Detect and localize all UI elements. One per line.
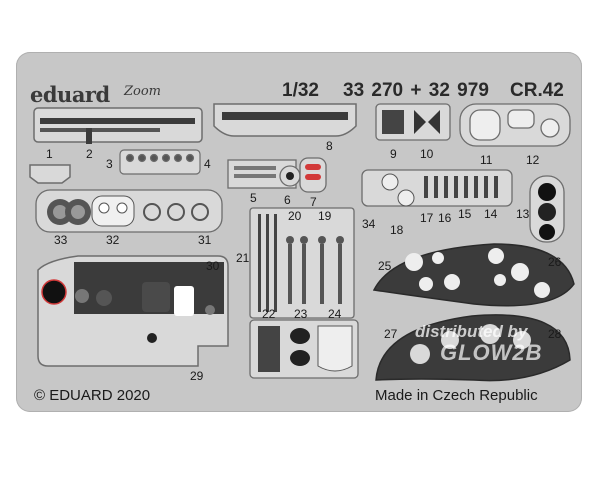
set-numbers: 33 270 + 32 979 bbox=[343, 80, 489, 101]
part-14-18 bbox=[361, 169, 513, 207]
label-32: 32 bbox=[106, 233, 120, 247]
label-29: 29 bbox=[190, 369, 204, 383]
part-27-28 bbox=[375, 314, 571, 382]
part-3-4 bbox=[119, 149, 201, 175]
label-13: 13 bbox=[516, 207, 530, 221]
part-13 bbox=[529, 175, 565, 243]
part-1 bbox=[29, 164, 71, 184]
label-23: 23 bbox=[294, 307, 308, 321]
label-27: 27 bbox=[384, 327, 398, 341]
label-10: 10 bbox=[420, 147, 434, 161]
label-34: 34 bbox=[362, 217, 376, 231]
scale-label: 1/32 bbox=[282, 80, 319, 101]
label-9: 9 bbox=[390, 147, 397, 161]
label-7: 7 bbox=[310, 195, 317, 209]
label-12: 12 bbox=[526, 153, 540, 167]
label-30: 30 bbox=[206, 259, 220, 273]
label-21: 21 bbox=[236, 251, 250, 265]
part-8 bbox=[213, 103, 357, 137]
part-22-24 bbox=[249, 319, 359, 379]
label-11: 11 bbox=[480, 153, 493, 167]
label-5: 5 bbox=[250, 191, 257, 205]
part-number-labels: 1 2 3 4 5 6 7 8 9 10 11 12 13 14 15 16 1… bbox=[46, 139, 562, 383]
part-5-6-7 bbox=[227, 157, 327, 193]
part-29-30 bbox=[37, 255, 229, 367]
label-18: 18 bbox=[390, 223, 404, 237]
label-19: 19 bbox=[318, 209, 332, 223]
label-8: 8 bbox=[326, 139, 333, 153]
label-2: 2 bbox=[86, 147, 93, 161]
label-25: 25 bbox=[378, 259, 392, 273]
label-14: 14 bbox=[484, 207, 498, 221]
label-33: 33 bbox=[54, 233, 68, 247]
watermark-line1: distributed by bbox=[415, 322, 528, 341]
brand-logo: eduard bbox=[30, 82, 110, 107]
origin-text: Made in Czech Republic bbox=[375, 387, 538, 404]
part-9-10 bbox=[375, 103, 451, 141]
part-31-33 bbox=[35, 189, 223, 233]
label-26: 26 bbox=[548, 255, 562, 269]
model-name: CR.42 bbox=[510, 80, 564, 101]
part-11-12 bbox=[459, 103, 571, 147]
part-25-26 bbox=[372, 243, 575, 307]
label-1: 1 bbox=[46, 147, 53, 161]
label-15: 15 bbox=[458, 207, 472, 221]
label-4: 4 bbox=[204, 157, 211, 171]
label-31: 31 bbox=[198, 233, 212, 247]
copyright-text: © EDUARD 2020 bbox=[34, 387, 151, 404]
zoom-logo: Zoom bbox=[124, 84, 162, 99]
label-16: 16 bbox=[438, 211, 452, 225]
label-22: 22 bbox=[262, 307, 276, 321]
label-3: 3 bbox=[106, 157, 113, 171]
label-17: 17 bbox=[420, 211, 434, 225]
part-19-23 bbox=[249, 207, 355, 319]
label-28: 28 bbox=[548, 327, 562, 341]
watermark-line2: GLOW2B bbox=[440, 340, 543, 365]
label-24: 24 bbox=[328, 307, 342, 321]
part-2 bbox=[33, 107, 203, 144]
label-20: 20 bbox=[288, 209, 302, 223]
label-6: 6 bbox=[284, 193, 291, 207]
